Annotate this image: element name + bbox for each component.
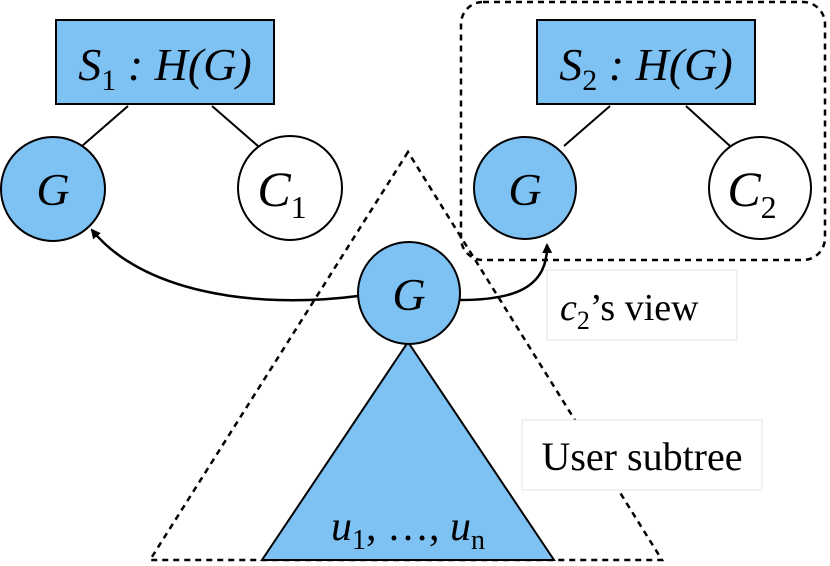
client-c2-node [708, 136, 812, 240]
group-node-left [0, 136, 106, 242]
edge-s1-g [81, 105, 129, 147]
c2-view-label: c2’s view [560, 287, 699, 335]
edge-s2-c2 [685, 105, 731, 147]
client-c1-label: C1 [257, 161, 306, 225]
c2-view-label-box [546, 269, 738, 341]
group-node-center [357, 241, 461, 345]
subtree-label: User subtree [541, 434, 742, 479]
users-label: u1, …, un [331, 504, 485, 556]
group-node-left-label: G [36, 164, 69, 215]
users-triangle [260, 340, 556, 561]
subtree-label-box [521, 419, 763, 491]
edge-s2-g [563, 105, 611, 147]
group-node-right-label: G [508, 164, 541, 215]
server-s2-box [536, 19, 756, 105]
arrow-to-left-g [90, 228, 359, 302]
edge-s1-c1 [211, 105, 259, 147]
arrow-to-right-g [459, 243, 553, 302]
server-s1-label: S1 : H(G) [78, 39, 251, 97]
c2-view-box [459, 0, 827, 262]
group-node-center-label: G [392, 269, 425, 320]
client-c1-node [237, 135, 343, 241]
group-node-right [473, 136, 577, 240]
server-s1-box [55, 19, 275, 105]
server-s2-label: S2 : H(G) [559, 39, 732, 97]
client-c2-label: C2 [727, 161, 776, 225]
